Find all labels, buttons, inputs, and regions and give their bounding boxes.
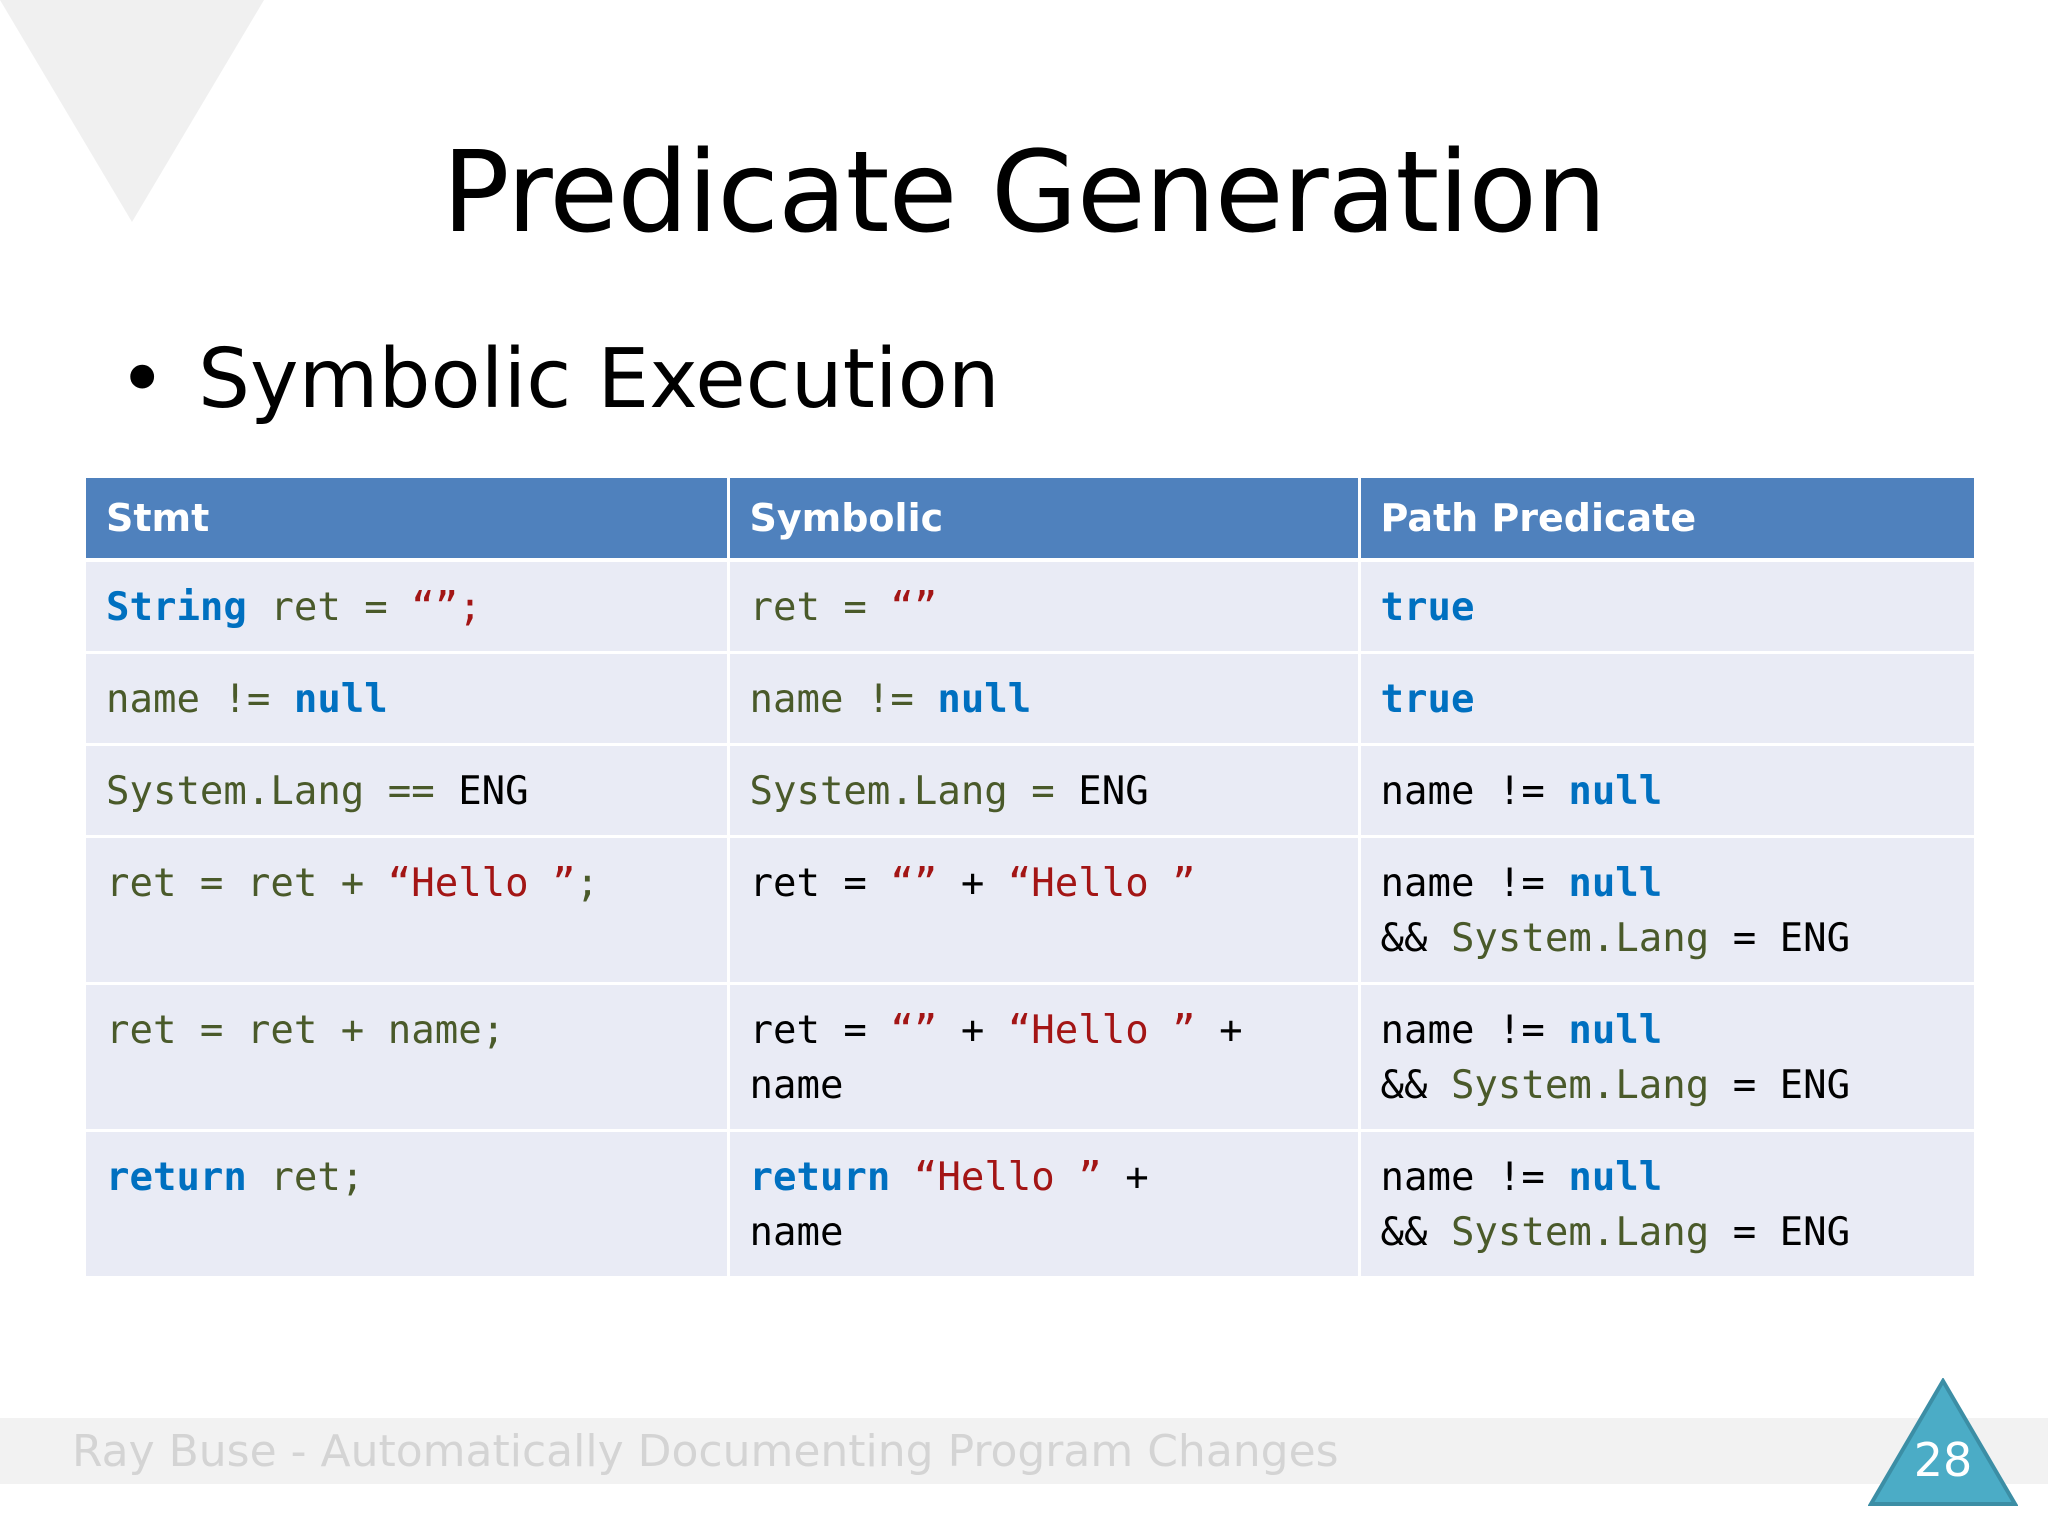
footer-band bbox=[0, 1418, 2048, 1484]
code-token: && bbox=[1380, 1063, 1428, 1108]
code-token: ENG bbox=[458, 769, 529, 814]
code-token: “”; bbox=[411, 585, 482, 630]
symbolic-execution-table: Stmt Symbolic Path Predicate String ret … bbox=[86, 478, 1974, 1279]
cell-path-predicate: name != null && System.Lang = ENG bbox=[1359, 983, 1974, 1132]
code-token: ret = ret + name; bbox=[106, 1008, 506, 1053]
code-token: ret = ret + bbox=[106, 861, 388, 906]
page-number-triangle-icon bbox=[1868, 1378, 2018, 1506]
code-token: “Hello ” bbox=[1007, 1008, 1196, 1053]
footer-text: Ray Buse - Automatically Documenting Pro… bbox=[72, 1426, 1339, 1477]
column-header-symbolic: Symbolic bbox=[728, 478, 1361, 562]
page-number: 28 bbox=[1913, 1433, 1973, 1487]
code-token: null bbox=[293, 677, 388, 722]
cell-stmt: ret = ret + name; bbox=[86, 983, 730, 1132]
code-token: System.Lang = bbox=[749, 769, 1079, 814]
code-token: name != bbox=[106, 677, 294, 722]
code-token: true bbox=[1380, 677, 1475, 722]
code-token: “” bbox=[890, 585, 938, 630]
corner-triangle-decoration bbox=[0, 0, 264, 222]
code-token: null bbox=[1568, 1155, 1663, 1200]
code-token: “Hello ” bbox=[1007, 861, 1196, 906]
cell-path-predicate: name != null && System.Lang = ENG bbox=[1359, 1130, 1974, 1279]
bullet-dot-icon: • bbox=[118, 332, 167, 427]
code-token: return bbox=[749, 1155, 891, 1200]
bullet-item: • Symbolic Execution bbox=[118, 330, 1000, 430]
cell-path-predicate: true bbox=[1359, 652, 1974, 746]
code-token: “Hello ” bbox=[387, 861, 576, 906]
table-row: ret = ret + name; ret = “” + “Hello ” + n… bbox=[86, 983, 1974, 1132]
code-token: null bbox=[937, 677, 1032, 722]
code-token: name != bbox=[1380, 861, 1569, 906]
cell-symbolic: ret = “” + “Hello ” bbox=[728, 836, 1361, 985]
code-token: name != bbox=[1380, 1008, 1569, 1053]
cell-stmt: String ret = “”; bbox=[86, 560, 730, 654]
table-row: String ret = “”;ret = “”true bbox=[86, 560, 1974, 654]
code-token bbox=[890, 1155, 913, 1200]
column-header-stmt: Stmt bbox=[86, 478, 730, 562]
code-token: ret = bbox=[749, 861, 891, 906]
column-header-path-predicate: Path Predicate bbox=[1359, 478, 1974, 562]
code-token: System.Lang bbox=[1450, 1063, 1710, 1108]
table-header-row: Stmt Symbolic Path Predicate bbox=[86, 478, 1974, 562]
cell-path-predicate: true bbox=[1359, 560, 1974, 654]
code-token: “” bbox=[890, 861, 938, 906]
cell-stmt: ret = ret + “Hello ”; bbox=[86, 836, 730, 985]
code-token: String bbox=[106, 585, 247, 630]
code-token: null bbox=[1568, 769, 1663, 814]
code-token: null bbox=[1568, 1008, 1663, 1053]
cell-path-predicate: name != null bbox=[1359, 744, 1974, 838]
code-token: name != bbox=[1380, 769, 1569, 814]
code-token: System.Lang bbox=[1450, 916, 1710, 961]
code-token: true bbox=[1380, 585, 1475, 630]
code-token: ret = bbox=[749, 1008, 891, 1053]
cell-path-predicate: name != null && System.Lang = ENG bbox=[1359, 836, 1974, 985]
cell-symbolic: name != null bbox=[728, 652, 1361, 746]
code-token: name != bbox=[749, 677, 938, 722]
code-token: + name bbox=[749, 1155, 1149, 1255]
code-token: ret; bbox=[246, 1155, 365, 1200]
code-token: && bbox=[1380, 1210, 1428, 1255]
code-token: “Hello ” bbox=[913, 1155, 1102, 1200]
code-token: = ENG bbox=[1709, 916, 1851, 961]
code-token: ENG bbox=[1078, 769, 1149, 814]
code-token: “” bbox=[890, 1008, 938, 1053]
table-row: ret = ret + “Hello ”;ret = “” + “Hello ”… bbox=[86, 836, 1974, 985]
cell-stmt: System.Lang == ENG bbox=[86, 744, 730, 838]
cell-symbolic: ret = “” bbox=[728, 560, 1361, 654]
bullet-text: Symbolic Execution bbox=[198, 332, 1000, 427]
code-token: + bbox=[937, 861, 1008, 906]
cell-symbolic: ret = “” + “Hello ” + name bbox=[728, 983, 1361, 1132]
code-token: System.Lang bbox=[1450, 1210, 1710, 1255]
code-token: ; bbox=[575, 861, 600, 906]
code-token: name != bbox=[1380, 1155, 1569, 1200]
code-token: && bbox=[1380, 916, 1428, 961]
code-token: + name bbox=[749, 1008, 1243, 1108]
code-token: null bbox=[1568, 861, 1663, 906]
code-token: = ENG bbox=[1709, 1063, 1851, 1108]
code-token: ret = bbox=[749, 585, 891, 630]
code-token: return bbox=[106, 1155, 247, 1200]
cell-symbolic: return “Hello ” + name bbox=[728, 1130, 1361, 1279]
code-token: ret = bbox=[246, 585, 412, 630]
slide-title: Predicate Generation bbox=[442, 128, 1607, 258]
cell-stmt: return ret; bbox=[86, 1130, 730, 1279]
cell-stmt: name != null bbox=[86, 652, 730, 746]
cell-symbolic: System.Lang = ENG bbox=[728, 744, 1361, 838]
code-token: = ENG bbox=[1709, 1210, 1851, 1255]
code-token: + bbox=[937, 1008, 1008, 1053]
code-token: System.Lang == bbox=[106, 769, 459, 814]
